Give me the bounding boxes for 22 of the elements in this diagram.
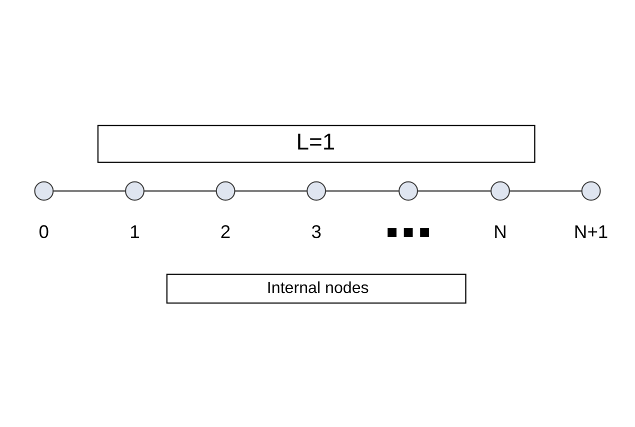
node-label: 2 <box>220 220 231 242</box>
connector <box>234 190 308 192</box>
connector <box>509 190 582 192</box>
node-circle <box>398 180 418 200</box>
node-circle <box>306 180 326 200</box>
connector <box>144 190 216 192</box>
node-circle <box>34 180 54 200</box>
node-label: ■ ■ ■ <box>386 220 430 242</box>
node-label: N+1 <box>574 220 608 242</box>
connector <box>53 190 126 192</box>
label: L=1 <box>296 128 336 154</box>
node-label: 3 <box>311 220 322 242</box>
connector <box>418 190 491 192</box>
node-circle <box>490 180 510 200</box>
node-label: 1 <box>130 220 140 242</box>
node-circle <box>124 180 144 200</box>
node-circle <box>216 180 236 200</box>
label: Internal nodes <box>266 278 369 296</box>
node-circle <box>581 180 601 200</box>
node-label: N <box>494 220 507 242</box>
connector <box>326 190 399 192</box>
node-label: 0 <box>38 220 50 242</box>
